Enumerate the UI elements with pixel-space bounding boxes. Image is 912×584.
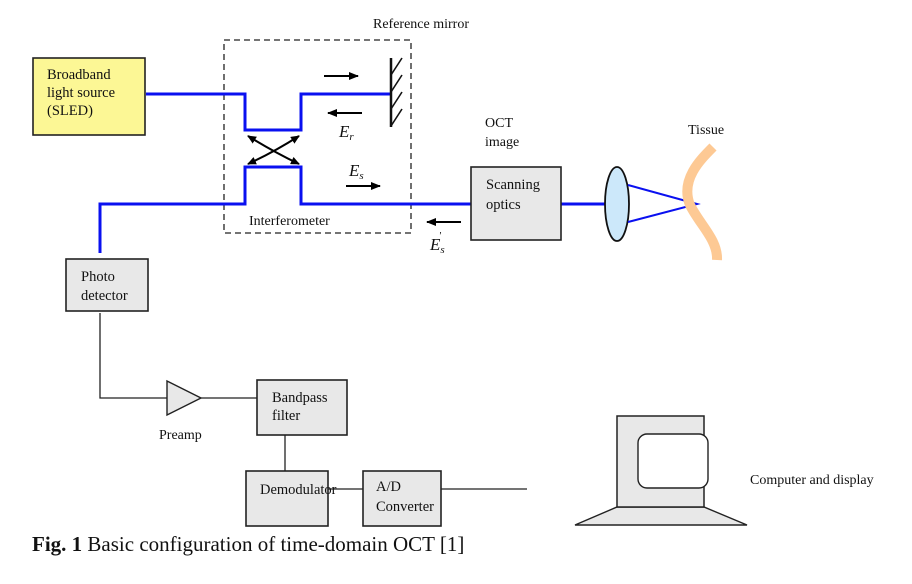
interferometer-box <box>223 39 412 234</box>
svg-text:Scanning: Scanning <box>486 177 540 193</box>
photo-detector-block: Photo detector <box>65 258 149 312</box>
svg-text:Converter: Converter <box>376 499 434 515</box>
scanning-optics-block: Scanning optics <box>470 166 562 241</box>
preamp-icon <box>166 379 203 417</box>
svg-text:A/D: A/D <box>376 479 401 495</box>
tissue-icon <box>682 143 722 261</box>
svg-text:optics: optics <box>486 197 521 213</box>
computer-icon <box>574 415 748 526</box>
svg-text:Bandpass: Bandpass <box>272 390 328 406</box>
svg-text:(SLED): (SLED) <box>47 103 93 119</box>
field-es-prime: Es' <box>429 230 445 256</box>
reference-mirror-label: Reference mirror <box>373 17 469 32</box>
reference-mirror-icon <box>389 57 403 127</box>
computer-label: Computer and display <box>750 473 874 488</box>
field-es: Es <box>348 161 364 182</box>
svg-text:detector: detector <box>81 288 128 304</box>
coupler-arrow-2 <box>247 135 300 165</box>
svg-text:Broadband: Broadband <box>47 67 111 83</box>
svg-text:Photo: Photo <box>81 269 115 285</box>
figure-caption: Fig. 1 Basic configuration of time-domai… <box>32 532 464 557</box>
fiber-source-to-coupler <box>146 92 390 132</box>
oct-image-label-2: image <box>485 135 519 150</box>
caption-text: Basic configuration of time-domain OCT [… <box>82 532 465 556</box>
demodulator-block: Demodulator <box>245 470 337 527</box>
fiber-detector-to-sample <box>98 165 471 253</box>
caption-prefix: Fig. 1 <box>32 532 83 556</box>
focusing-beam <box>627 184 701 223</box>
oct-image-label-1: OCT <box>485 116 513 131</box>
bandpass-filter-block: Bandpass filter <box>256 379 348 436</box>
tissue-label: Tissue <box>688 123 724 138</box>
light-source-block: Broadband light source (SLED) <box>32 57 146 136</box>
interferometer-label: Interferometer <box>249 214 330 229</box>
ad-converter-block: A/D Converter <box>362 470 442 527</box>
field-er: Er <box>338 122 354 143</box>
preamp-label: Preamp <box>159 428 202 443</box>
wire-detector-to-preamp <box>99 313 167 399</box>
lens-icon <box>604 166 630 242</box>
svg-text:light source: light source <box>47 85 115 101</box>
svg-text:Demodulator: Demodulator <box>260 482 337 498</box>
svg-text:filter: filter <box>272 408 300 424</box>
